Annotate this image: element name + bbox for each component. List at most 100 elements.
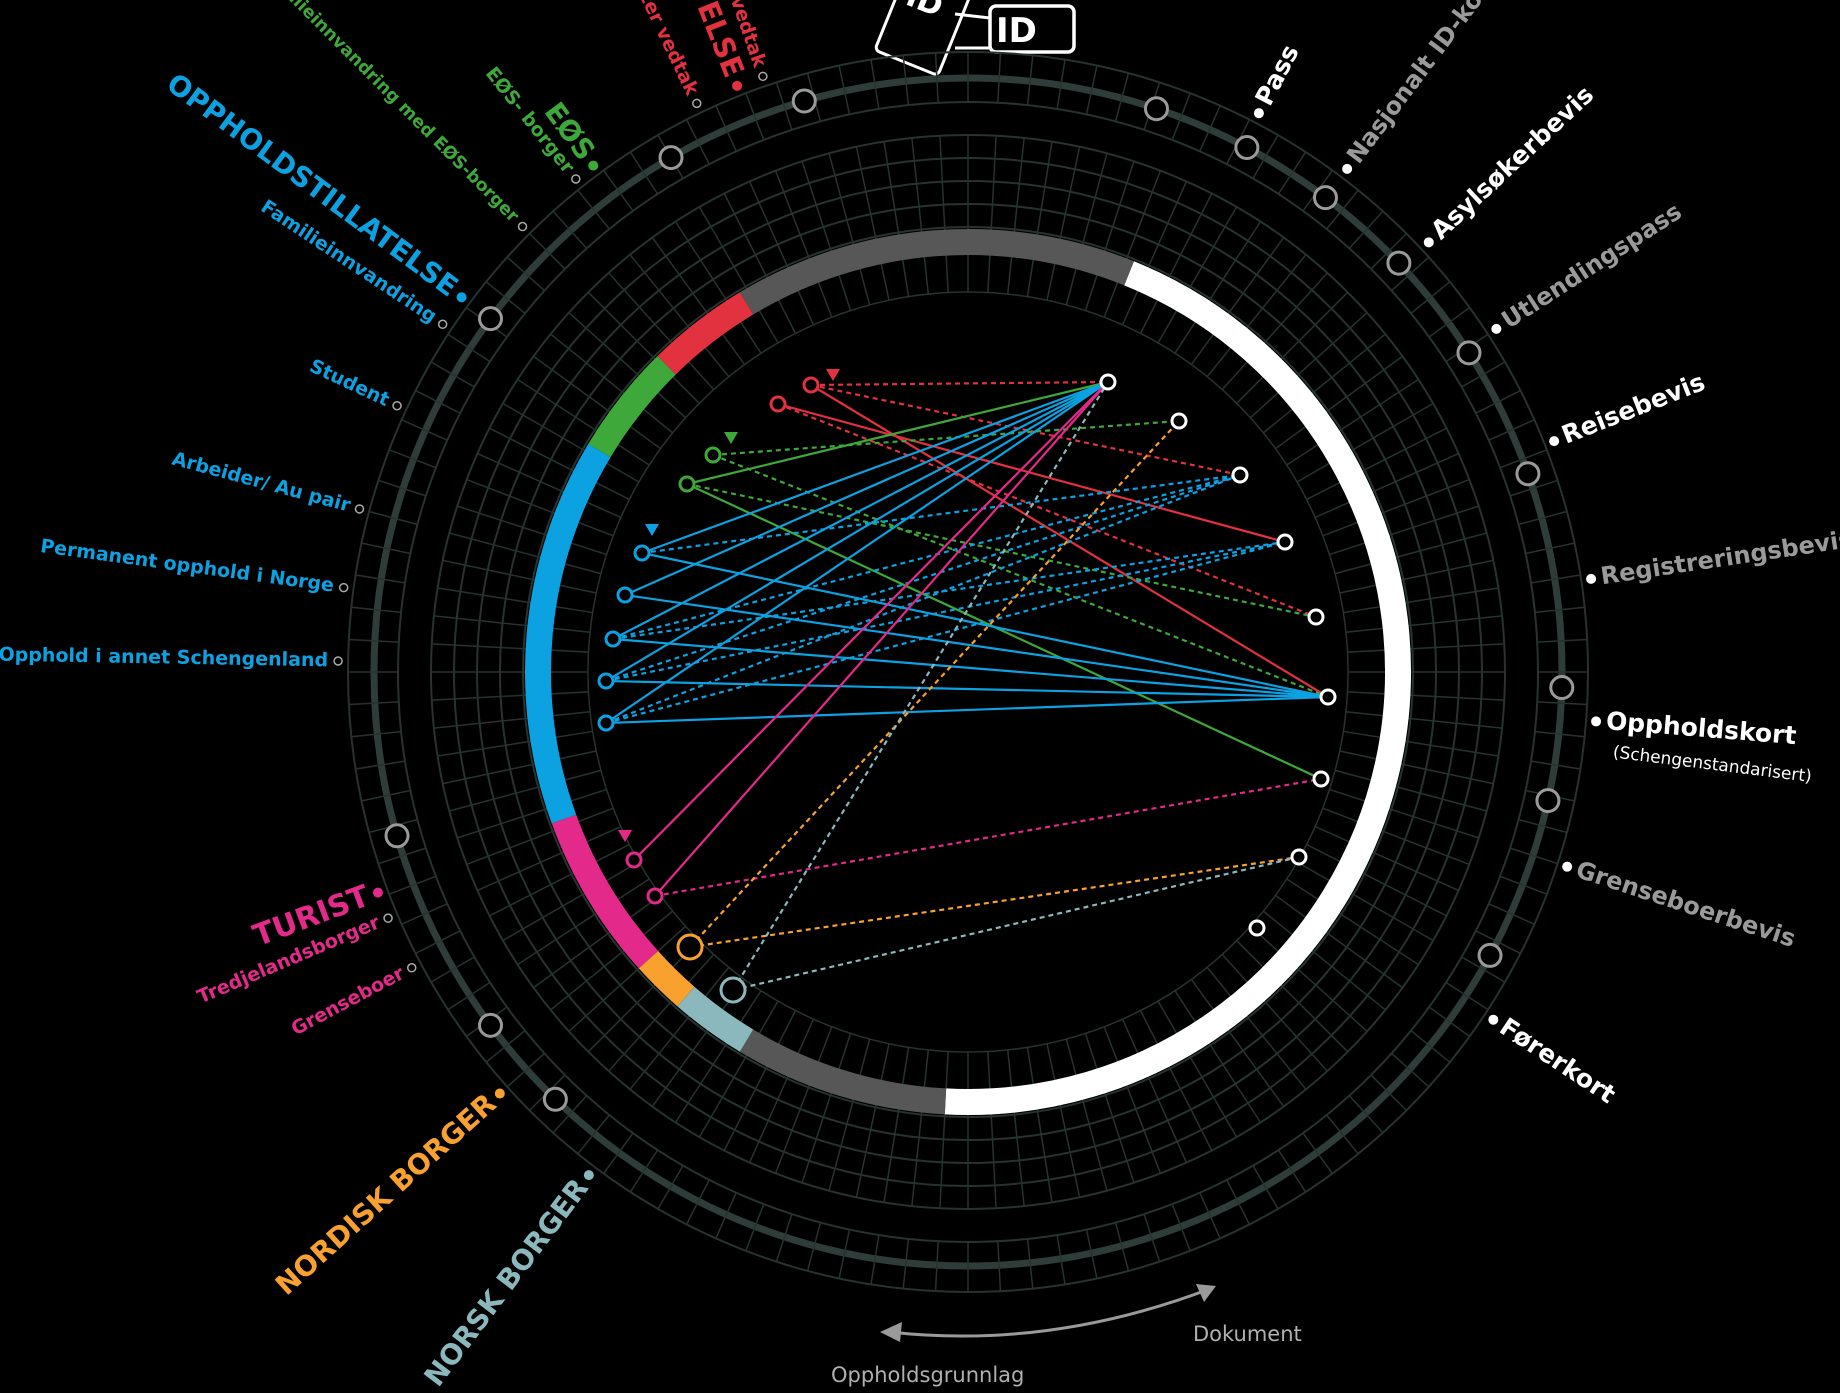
grid-spoke-outer xyxy=(1085,1229,1098,1279)
grid-spoke xyxy=(442,559,597,594)
grid-spoke-outer xyxy=(1499,875,1548,895)
grid-spoke-outer xyxy=(1475,389,1521,414)
grid-spoke xyxy=(517,878,650,966)
link-tourist-pass xyxy=(633,381,1109,861)
grid-spoke xyxy=(1236,940,1349,1053)
grid-spoke xyxy=(1296,402,1434,483)
grid-spoke-outer xyxy=(1410,1030,1451,1063)
grid-spoke-outer xyxy=(447,333,491,363)
direction-legend: Dokument Oppholdsgrunnlag xyxy=(831,1284,1302,1387)
grid-spoke-outer xyxy=(1252,1165,1279,1210)
grid-spoke xyxy=(1274,894,1403,989)
grid-spoke xyxy=(1347,643,1505,653)
document-label-1-dot xyxy=(1342,163,1353,174)
grid-spoke xyxy=(1347,691,1505,701)
grid-spoke-outer xyxy=(1348,210,1384,249)
document-label-5: Registreringsbevis xyxy=(1599,525,1840,590)
category-label-beskyttelse-dot xyxy=(732,80,743,91)
grid-spoke xyxy=(1139,1010,1213,1151)
grid-spoke-outer xyxy=(1199,1192,1221,1239)
grid-spoke xyxy=(939,1051,949,1209)
document-node xyxy=(1290,848,1308,866)
sub-label-oppholdstillatelse-1: Student xyxy=(306,355,393,411)
grid-spoke-outer xyxy=(506,256,545,292)
grid-spoke xyxy=(1322,478,1470,537)
grid-spoke-outer xyxy=(447,981,491,1011)
grid-spoke-outer xyxy=(629,151,659,195)
grid-spoke-outer xyxy=(355,760,406,770)
sub-label-oppholdstillatelse-0-dot xyxy=(437,319,448,330)
category-ring xyxy=(525,229,1411,1115)
grid-spoke xyxy=(774,170,833,318)
grid-spoke xyxy=(698,1000,779,1138)
grid-spoke-outer xyxy=(1302,1132,1334,1175)
grid-spoke xyxy=(698,206,779,344)
arc-tourist xyxy=(551,814,659,969)
grid-spoke-outer xyxy=(1026,1238,1034,1289)
document-label-6-dot xyxy=(1591,716,1602,727)
grid-spoke xyxy=(437,730,593,757)
sub-label-beskyttelse-1: Etter vedtak xyxy=(626,0,703,99)
link-tourist-grenseboerbevis xyxy=(654,777,1322,898)
document-label-3: Utlendingspass xyxy=(1497,197,1687,334)
grid-spoke-outer xyxy=(1461,956,1506,983)
link-protection-utlendingspass xyxy=(777,402,1286,544)
document-label-0: Pass xyxy=(1249,40,1304,110)
grid-spoke xyxy=(1046,146,1081,301)
link-residence-reisebevis xyxy=(605,473,1241,683)
category-label-oppholdstillatelse-marker xyxy=(478,306,504,332)
grid-spoke-outer xyxy=(1509,847,1558,865)
arrowhead-icon xyxy=(724,432,738,444)
grid-spoke xyxy=(1026,141,1053,297)
grid-spoke-outer xyxy=(348,701,399,706)
grid-spoke xyxy=(550,910,674,1011)
arc-norwegian xyxy=(677,986,754,1052)
grid-spoke xyxy=(1343,587,1499,614)
grid-spoke xyxy=(1065,153,1108,306)
document-label-7-marker xyxy=(1535,788,1561,814)
grid-spoke xyxy=(608,272,715,391)
arrowhead-icon xyxy=(826,369,840,381)
grid-spoke-outer xyxy=(1391,256,1430,292)
category-label-norsk-dot xyxy=(583,1170,594,1181)
arc-protection xyxy=(657,292,754,375)
category-label-oppholdstillatelse: OPPHOLDSTILLATELSE xyxy=(161,67,465,304)
grid-spoke-outer xyxy=(378,479,427,497)
grid-spoke xyxy=(433,710,591,729)
grid-spoke xyxy=(1157,206,1238,344)
grid-spoke xyxy=(1157,1000,1238,1138)
grid-spoke xyxy=(1334,769,1487,812)
arc-residence xyxy=(525,443,611,824)
grid-spoke xyxy=(1006,137,1025,295)
grid-spoke xyxy=(442,750,597,785)
grid-spoke-outer xyxy=(870,1234,880,1285)
grid-spoke-outer xyxy=(1199,105,1221,152)
grid-spoke xyxy=(1206,254,1307,378)
basis-node-norsk xyxy=(719,976,747,1004)
document-label-4: Reisebevis xyxy=(1558,367,1709,449)
grid-spoke-outer xyxy=(1509,479,1558,497)
arrowhead-left-icon xyxy=(880,1322,902,1342)
grid-spoke-outer xyxy=(577,1114,610,1155)
basis-node-residence xyxy=(597,714,615,732)
grid-spoke xyxy=(1121,1018,1188,1163)
grid-spoke xyxy=(1065,1038,1108,1191)
radial-grid xyxy=(347,51,1589,1293)
grid-spoke-outer xyxy=(1056,1234,1066,1285)
grid-spoke xyxy=(828,153,871,306)
grid-spoke-outer xyxy=(657,1165,684,1210)
basis-node-eos-borger xyxy=(704,446,722,464)
grid-spoke xyxy=(437,587,593,614)
grid-spoke xyxy=(533,894,662,989)
document-label-6: Oppholdskort xyxy=(1605,706,1798,750)
grid-spoke xyxy=(489,427,630,501)
grid-spoke xyxy=(1306,427,1447,501)
grid-spoke-outer xyxy=(1326,189,1359,230)
basis-node-tredjelandsborger xyxy=(625,851,643,869)
grid-spoke xyxy=(1322,807,1470,866)
grid-spoke-outer xyxy=(1026,55,1034,106)
category-label-nordisk-dot xyxy=(494,1088,505,1099)
link-residence-utlendingspass xyxy=(605,540,1286,725)
grid-spoke xyxy=(533,355,662,450)
arc-nordic xyxy=(638,950,695,1007)
